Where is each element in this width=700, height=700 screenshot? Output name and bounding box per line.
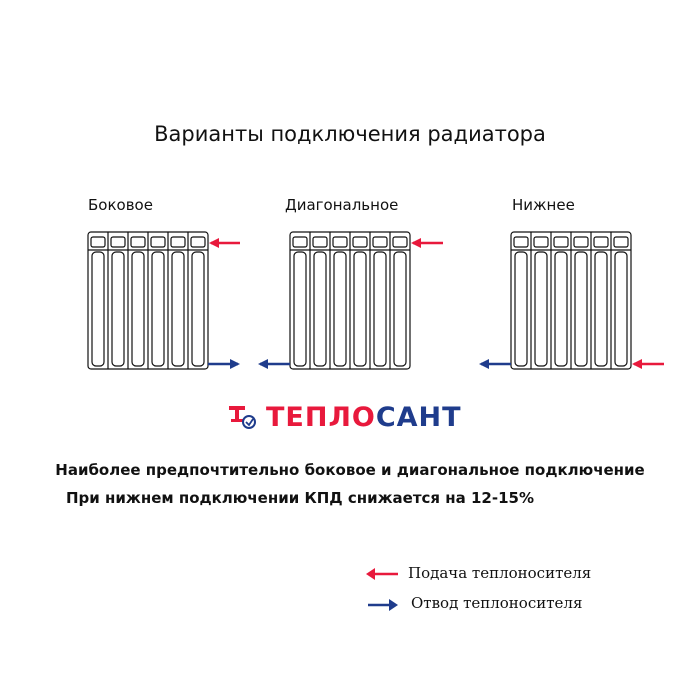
radiator-bottom	[510, 231, 632, 370]
label-diagonal: Диагональное	[285, 196, 399, 214]
logo-text-part1: ТЕПЛО	[266, 401, 376, 433]
radiator-diagrams	[87, 231, 664, 370]
note-line-1: Наиболее предпочтительно боковое и диаго…	[55, 461, 645, 479]
diagram-title: Варианты подключения радиатора	[154, 122, 546, 146]
legend-arrows	[366, 568, 398, 611]
label-side: Боковое	[88, 196, 153, 214]
label-bottom: Нижнее	[512, 196, 575, 214]
radiator-diagonal	[289, 231, 411, 370]
radiator-side	[87, 231, 209, 370]
legend-return-label: Отвод теплоносителя	[411, 594, 583, 612]
note-line-2: При нижнем подключении КПД снижается на …	[66, 489, 534, 507]
legend-supply-label: Подача теплоносителя	[408, 564, 592, 582]
teplosant-logo: ТЕПЛО САНТ	[228, 401, 462, 433]
logo-text-part2: САНТ	[375, 401, 462, 433]
logo-tap-icon	[229, 406, 256, 429]
